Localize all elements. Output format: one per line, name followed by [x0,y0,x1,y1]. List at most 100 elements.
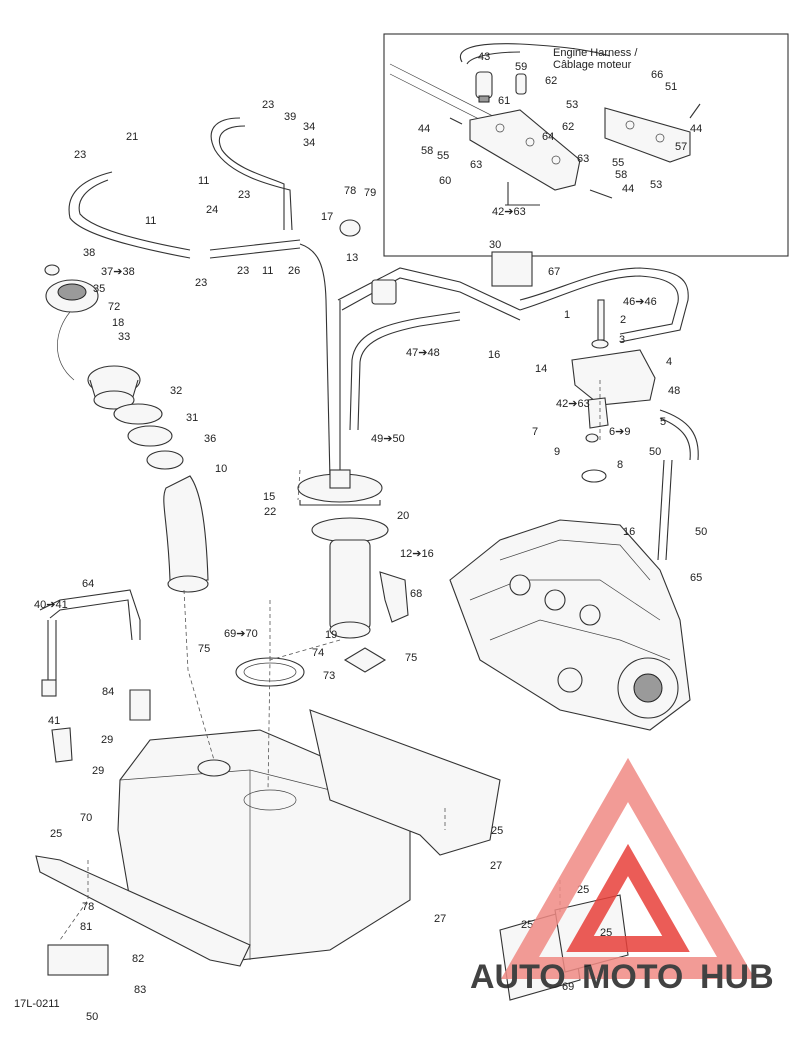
callout-label: 44 [690,123,702,135]
callout-label: 20 [397,510,409,522]
callout-label: 64 [82,578,94,590]
callout-label: 55 [437,150,449,162]
callout-label: 53 [566,99,578,111]
callout-label: 44 [622,183,634,195]
callout-label: 74 [312,647,324,659]
callout-label: 11 [198,175,209,187]
callout-label: 83 [134,984,146,996]
callout-label: 60 [439,175,451,187]
callout-label: 14 [535,363,547,375]
harness-label-fr: Câblage moteur [553,59,632,71]
callout-label: 43 [478,51,490,63]
callout-label: 23 [195,277,207,289]
engine [449,519,691,731]
callout-label: 35 [93,283,105,295]
callout-label: 79 [364,187,376,199]
callout-label: 34 [303,137,315,149]
callout-label: 72 [108,301,120,313]
callout-label: 39 [284,111,296,123]
document-code: 17L-0211 [14,998,60,1010]
fuel-hoses [68,117,699,561]
callout-label: 82 [132,953,144,965]
callout-label: 3 [619,334,625,346]
callout-label: 25 [491,825,503,837]
callout-label: 50 [695,526,707,538]
callout-label: 16 [488,349,500,361]
callout-label: 58 [615,169,627,181]
callout-label: 23 [262,99,274,111]
callout-label: 62 [545,75,557,87]
callout-label: 11 [145,215,156,227]
callout-label: 75 [405,652,417,664]
callout-label: 18 [112,317,124,329]
callout-label: 23 [237,265,249,277]
automotohub-watermark: AUTO MOTO HUB [470,757,774,996]
harness-label-en: Engine Harness / [553,47,638,59]
callout-label: 17 [321,211,333,223]
callout-label: 22 [264,506,276,518]
callout-label: 27 [490,860,502,872]
callout-label: 59 [515,61,527,73]
callout-label: 75 [198,643,210,655]
callout-label: 38 [83,247,95,259]
callout-label: 11 [262,265,273,277]
callout-label: 78 [82,901,94,913]
callout-label: 13 [346,252,358,264]
callout-label: 32 [170,385,182,397]
callout-label: 12➔16 [400,548,434,560]
callout-label: 34 [303,121,315,133]
callout-label: 65 [690,572,702,584]
alignment-lines [59,380,601,941]
callout-label: 50 [649,446,661,458]
watermark-inner-triangle-icon [566,843,690,952]
fuel-rail-right [339,219,656,483]
callout-label: 21 [126,131,138,143]
callout-label: 44 [418,123,430,135]
callout-label: 63 [577,153,589,165]
callout-label: 25 [50,828,62,840]
callout-label: 78 [344,185,356,197]
callout-label: 69➔70 [224,628,258,640]
callout-label: 53 [650,179,662,191]
watermark-text-moto: MOTO [582,958,683,996]
callout-label: 6➔9 [609,426,630,438]
callout-label: 10 [215,463,227,475]
callout-label: 29 [101,734,113,746]
callout-label: 16 [623,526,635,538]
callout-label: 25 [521,919,533,931]
callout-label: 42➔63 [556,398,590,410]
callout-label: 7 [532,426,538,438]
callout-label: 50 [86,1011,98,1023]
callout-label: 29 [92,765,104,777]
callout-label: 36 [204,433,216,445]
callout-label: 47➔48 [406,347,440,359]
callout-label: 61 [498,95,510,107]
callout-label: 51 [665,81,677,93]
watermark-triangle-icon [500,757,756,979]
callout-label: 67 [548,266,560,278]
callout-label: 66 [651,69,663,81]
callout-label: 27 [434,913,446,925]
filler-assembly [44,264,209,593]
tank-straps [39,589,151,763]
callout-label: 42➔63 [492,206,526,218]
callout-label: 37➔38 [101,266,135,278]
callout-label: 73 [323,670,335,682]
callout-label: 23 [238,189,250,201]
callout-label: 41 [48,715,60,727]
callout-label: 46➔46 [623,296,657,308]
callout-label: 30 [489,239,501,251]
callout-label: 26 [288,265,300,277]
callout-label: 1 [564,309,570,321]
callout-label: 48 [668,385,680,397]
callout-label: 25 [577,884,589,896]
callout-label: 55 [612,157,624,169]
callout-label: 31 [186,412,198,424]
watermark-text-hub: HUB [700,958,774,996]
callout-label: 5 [660,416,666,428]
callout-label: 4 [666,356,672,368]
callout-label: 2 [620,314,626,326]
